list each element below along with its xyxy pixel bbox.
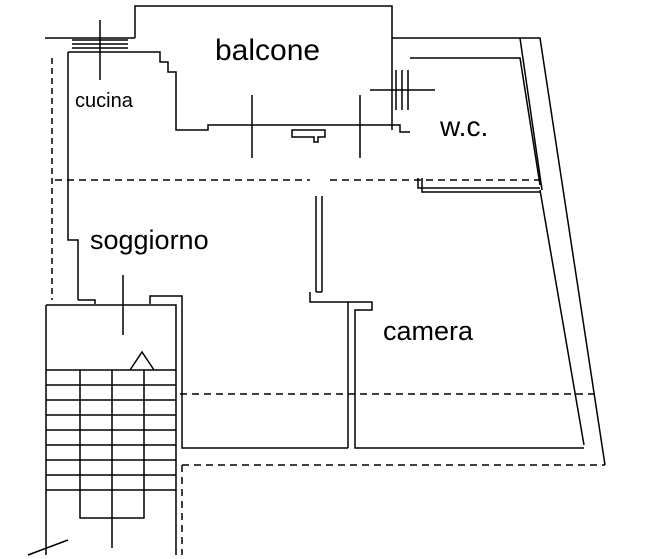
stair-arrow (129, 350, 155, 371)
stair-center-lines (79, 370, 145, 548)
outer-wall-right (520, 37, 606, 466)
partition-wall (315, 196, 323, 292)
kitchen-window (72, 20, 128, 80)
wc-window (370, 70, 435, 110)
partition-wall-base (309, 292, 584, 449)
room-label-camera: camera (383, 316, 474, 346)
room-label-soggiorno: soggiorno (90, 225, 209, 255)
kitchen-wall-inner-top (68, 51, 392, 131)
stair-right-wall (149, 295, 348, 449)
room-label-balcone: balcone (215, 34, 320, 67)
stair-arrow-bottom (27, 539, 69, 556)
outer-dashed-bottom (181, 464, 605, 555)
partition-wall-base-inner (316, 291, 349, 448)
outer-wall-right-inner (539, 189, 585, 446)
balcony-outline (134, 5, 393, 130)
room-label-cucina: cucina (75, 90, 134, 112)
room-label-wc: w.c. (439, 111, 488, 142)
stair-steps (46, 369, 176, 491)
wc-wall-inner (410, 57, 541, 186)
wc-wall-bottom (417, 178, 540, 193)
wc-corner (392, 124, 410, 133)
soggiorno-wall-left (78, 299, 96, 304)
kitchen-wall-left (67, 52, 79, 300)
central-pillar (291, 129, 326, 143)
